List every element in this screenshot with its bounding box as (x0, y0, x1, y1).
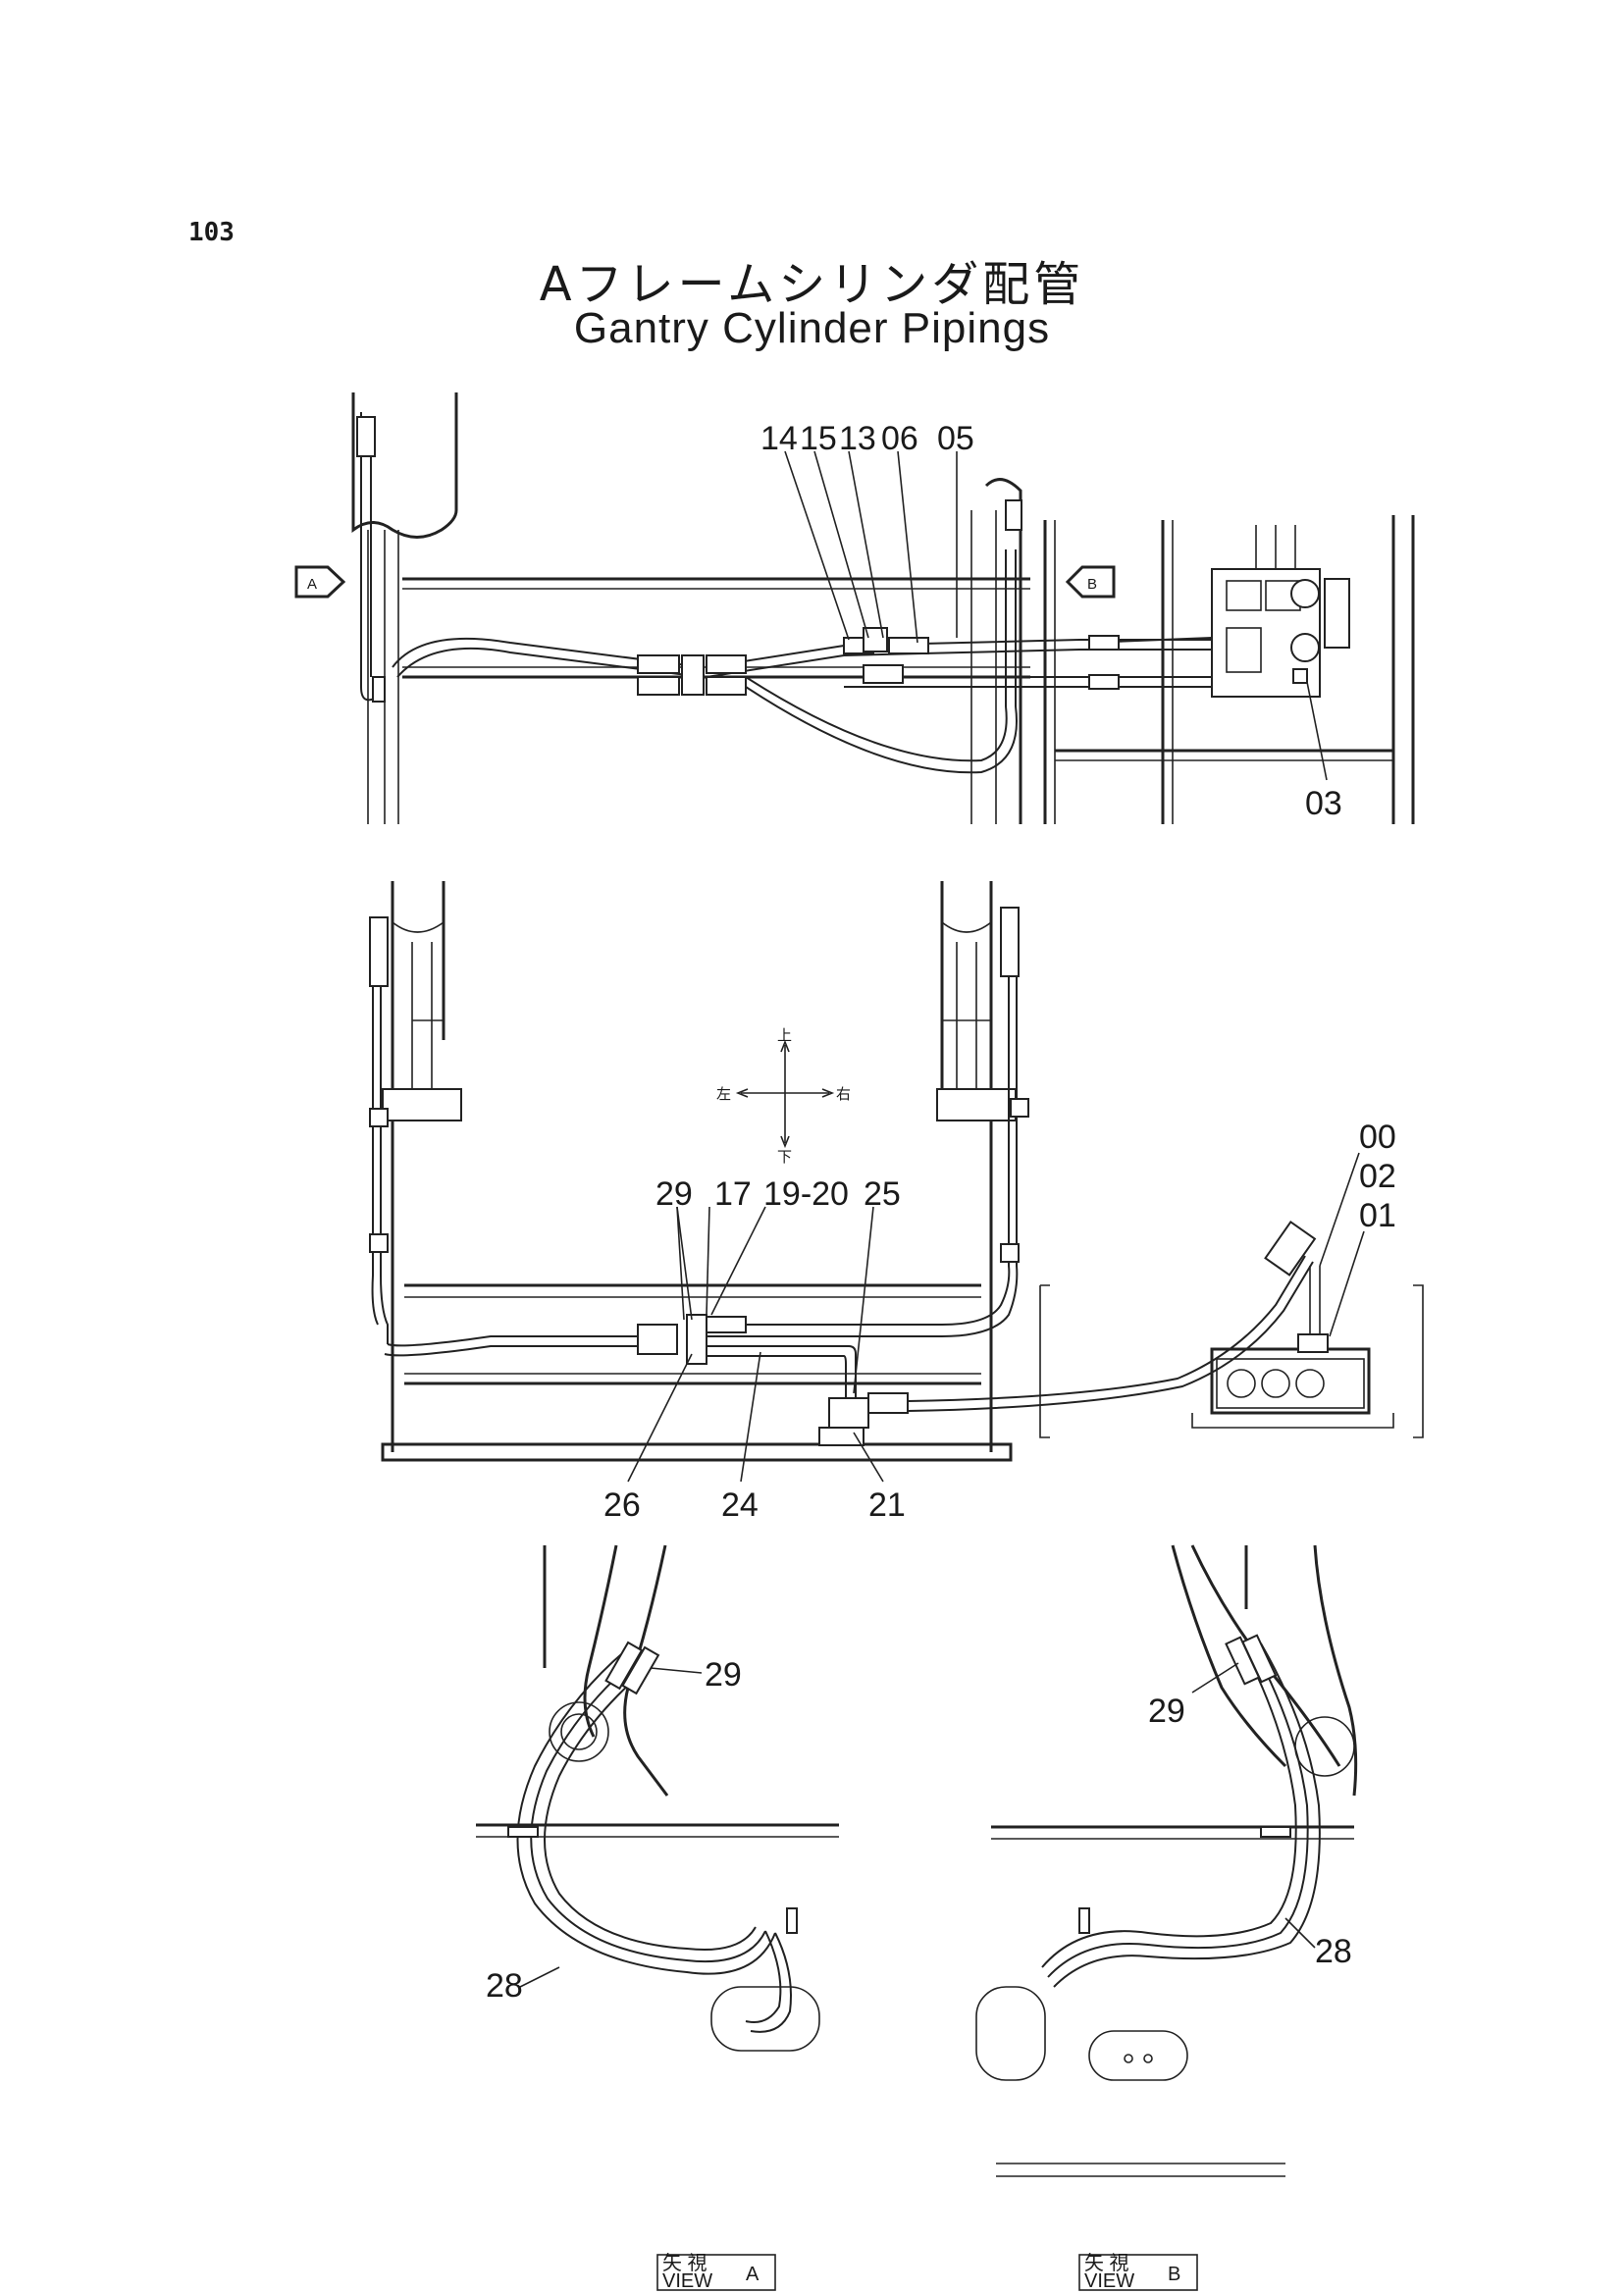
view-a-marker-letter: A (307, 576, 317, 593)
callout-top-1: 14 (760, 420, 798, 457)
page-title-english: Gantry Cylinder Pipings (573, 304, 1051, 352)
view-b-caption-en: VIEW (1084, 2270, 1134, 2292)
view-b-caption: 矢 視 VIEW B (1078, 2252, 1198, 2292)
callout-mid-17: 17 (714, 1175, 752, 1213)
direction-up-label: 上 (777, 1027, 792, 1044)
callout-mid-21: 21 (868, 1486, 906, 1524)
middle-view-drawing (369, 881, 1424, 1483)
view-a-caption-en: VIEW (662, 2270, 712, 2292)
view-a-caption: 矢 視 VIEW A (656, 2252, 776, 2292)
view-b-caption-ja: 矢 視 (1084, 2252, 1129, 2274)
view-a-caption-letter: A (746, 2264, 760, 2285)
callout-view-a-29: 29 (705, 1656, 742, 1694)
callout-top-3: 13 (839, 420, 876, 457)
page-number: 103 (188, 218, 235, 247)
callout-top-4: 06 (881, 420, 918, 457)
callout-mid-24: 24 (721, 1486, 759, 1524)
view-b-marker-letter: B (1087, 576, 1097, 593)
callout-mid-01: 01 (1359, 1197, 1396, 1234)
direction-right-label: 右 (836, 1086, 851, 1103)
view-a-caption-ja: 矢 視 (662, 2252, 707, 2274)
view-b-marker: B (1065, 565, 1116, 599)
page-title-japanese: Aフレームシリンダ配管 (539, 257, 1085, 312)
view-b-drawing (975, 1544, 1358, 2177)
callout-mid-19-20: 19-20 (763, 1175, 849, 1213)
callout-mid-02: 02 (1359, 1158, 1396, 1195)
view-a-drawing (476, 1544, 839, 2052)
callout-mid-26: 26 (603, 1486, 641, 1524)
direction-indicator: 上 下 左 右 (716, 1027, 851, 1166)
callout-top-5: 05 (937, 420, 974, 457)
direction-down-label: 下 (777, 1149, 792, 1166)
callout-top-03: 03 (1305, 785, 1342, 822)
callout-top-2: 15 (800, 420, 837, 457)
callout-view-b-28: 28 (1315, 1933, 1352, 1970)
direction-left-label: 左 (716, 1086, 731, 1103)
callout-view-a-28: 28 (486, 1967, 523, 2005)
callout-view-b-29: 29 (1148, 1693, 1185, 1730)
callout-mid-25: 25 (864, 1175, 901, 1213)
view-a-marker: A (294, 565, 346, 599)
view-b-caption-letter: B (1168, 2264, 1180, 2285)
callout-mid-00: 00 (1359, 1119, 1396, 1156)
top-view-drawing (351, 392, 1415, 824)
callout-mid-29: 29 (655, 1175, 693, 1213)
